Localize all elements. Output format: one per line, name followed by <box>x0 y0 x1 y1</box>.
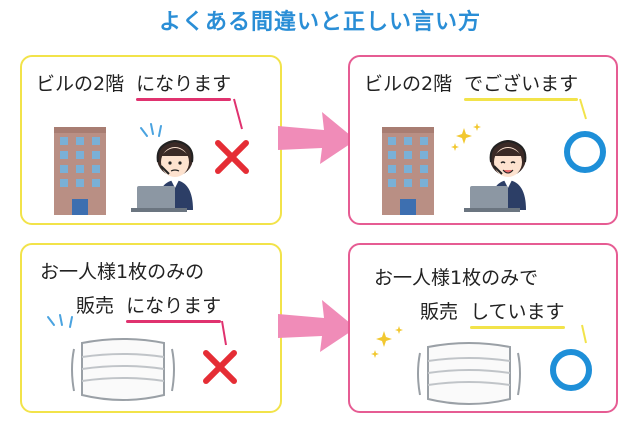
correct-card-sales: お一人様1枚のみで 販売 しています <box>348 243 618 413</box>
circle-icon <box>550 349 592 391</box>
phrase-text: お一人様1枚のみで <box>374 267 539 289</box>
operator-smiling-icon <box>451 123 527 212</box>
arrow-right-icon <box>278 112 356 164</box>
correct-highlight: しています <box>470 297 565 329</box>
callout-line <box>233 98 243 130</box>
callout-line <box>221 320 227 346</box>
correct-card-building: ビルの2階 でございます <box>348 55 618 225</box>
cross-icon <box>215 140 249 174</box>
phrase-text: 販売 <box>420 301 459 323</box>
circle-icon <box>564 131 606 173</box>
correct-highlight: でございます <box>464 69 579 101</box>
phrase-text: 販売 <box>76 295 115 317</box>
callout-line <box>579 98 587 120</box>
sweat-drops-icon <box>47 314 73 328</box>
arrow-right-icon <box>278 300 356 352</box>
phrase-text: ビルの2階 <box>364 73 453 95</box>
phrase-text: お一人様1枚のみの <box>40 261 205 283</box>
face-mask-icon <box>71 338 175 401</box>
operator-worried-icon <box>131 123 194 212</box>
cross-icon <box>203 350 237 384</box>
incorrect-card-building: ビルの2階 になります <box>20 55 282 225</box>
incorrect-highlight: になります <box>136 69 232 101</box>
office-building-icon <box>382 127 434 215</box>
sparkle-icon <box>371 326 403 358</box>
office-building-icon <box>54 127 106 215</box>
incorrect-card-sales: お一人様1枚のみの 販売 になります <box>20 243 282 413</box>
phrase-text: ビルの2階 <box>36 73 125 95</box>
page-title: よくある間違いと正しい言い方 <box>158 10 481 35</box>
face-mask-icon <box>417 342 521 405</box>
incorrect-highlight: になります <box>126 291 222 323</box>
callout-line <box>581 324 587 344</box>
